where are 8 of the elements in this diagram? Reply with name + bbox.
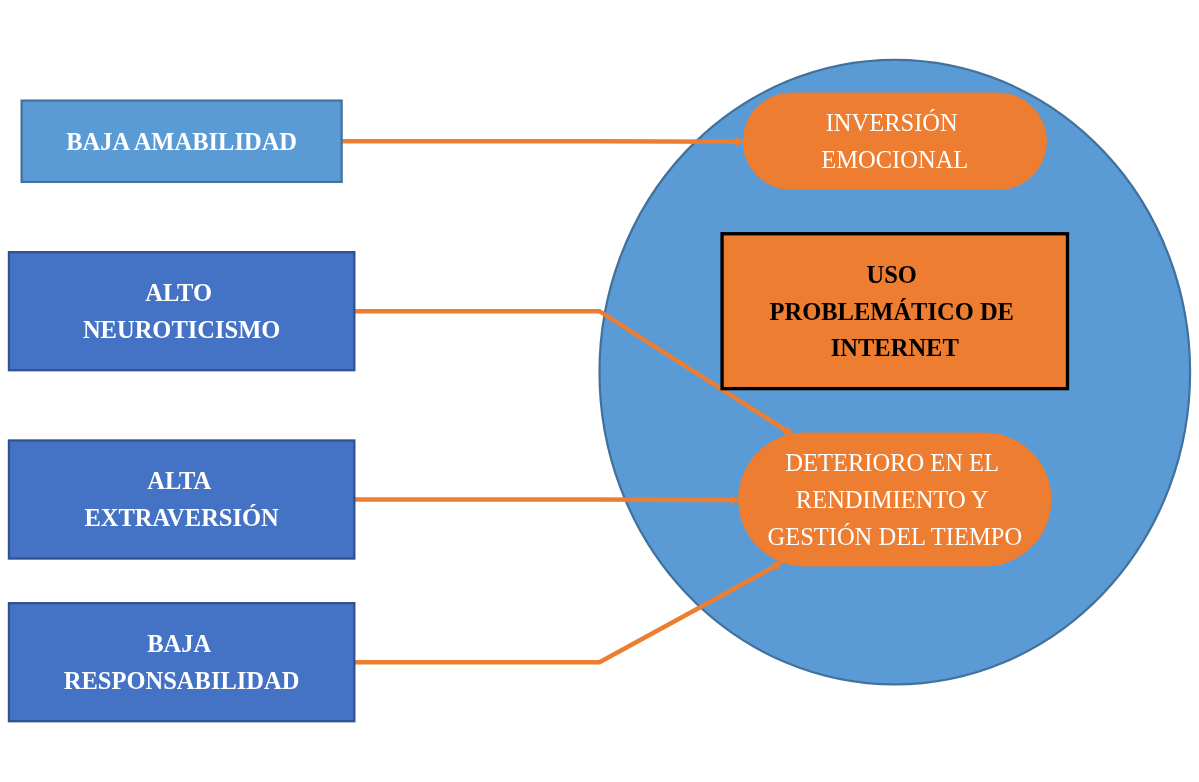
node-box: USO PROBLEMÁTICO DE INTERNET bbox=[720, 232, 1070, 391]
node-box: BAJA RESPONSABILIDAD bbox=[7, 602, 356, 723]
node-box: ALTA EXTRAVERSIÓN bbox=[7, 439, 356, 561]
node-box: ALTO NEUROTICISMO bbox=[7, 251, 356, 372]
node-box: BAJA AMABILIDAD bbox=[20, 99, 343, 184]
arrow bbox=[354, 309, 794, 436]
cluster bbox=[598, 59, 1192, 686]
arrow bbox=[354, 562, 784, 665]
